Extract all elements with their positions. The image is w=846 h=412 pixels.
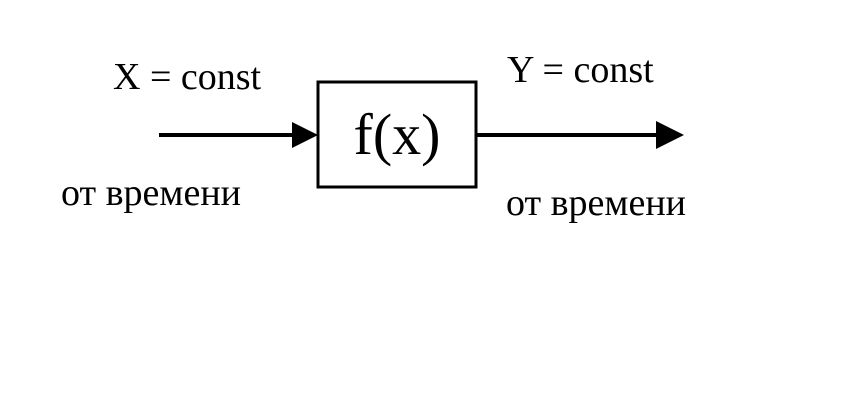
function-block-label: f(x) [353, 102, 441, 167]
output-label: Y = const [507, 49, 654, 91]
output-arrow [476, 121, 684, 149]
output-arrowhead [656, 121, 684, 149]
input-label: X = const [113, 56, 262, 98]
input-arrow [159, 122, 318, 148]
input-arrowhead [292, 122, 318, 148]
output-caption: от времени [506, 182, 686, 224]
input-caption: от времени [61, 172, 241, 214]
